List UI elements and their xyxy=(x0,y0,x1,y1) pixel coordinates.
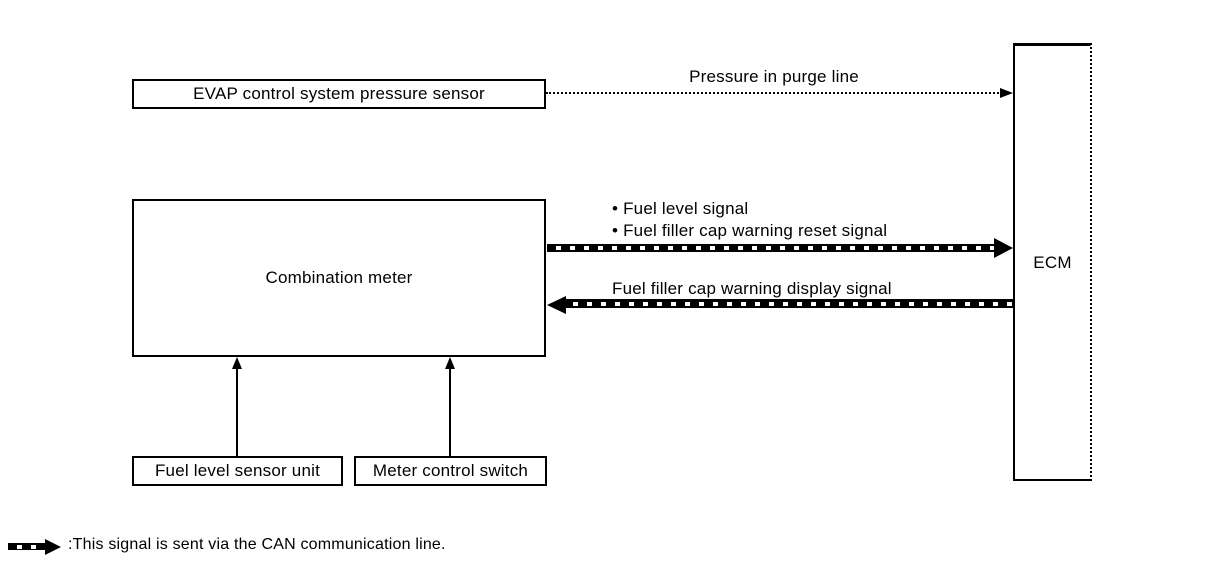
arrow-right-icon xyxy=(1000,88,1013,98)
display-signal-label: Fuel filler cap warning display signal xyxy=(612,279,892,298)
meter-switch-arrow-line xyxy=(449,368,451,456)
fuel-level-signal-line2: • Fuel filler cap warning reset signal xyxy=(612,221,888,240)
fuel-level-sensor-box: Fuel level sensor unit xyxy=(132,456,343,486)
can-line-to-meter xyxy=(564,299,1013,308)
arrow-up-icon xyxy=(232,357,242,369)
evap-sensor-label: EVAP control system pressure sensor xyxy=(193,84,485,103)
combination-meter-label: Combination meter xyxy=(265,268,413,287)
can-arrow-left-icon xyxy=(547,296,566,314)
fuel-level-signal-line1: • Fuel level signal xyxy=(612,199,749,218)
fuel-sensor-arrow-line xyxy=(236,368,238,456)
legend-text: :This signal is sent via the CAN communi… xyxy=(68,536,446,553)
arrow-up-icon xyxy=(445,357,455,369)
meter-control-switch-label: Meter control switch xyxy=(372,461,529,480)
can-line-to-ecm xyxy=(547,244,995,252)
can-arrow-right-icon xyxy=(994,238,1013,258)
combination-meter-box: Combination meter xyxy=(132,199,546,357)
pressure-purge-line xyxy=(546,92,1002,94)
meter-control-switch-box: Meter control switch xyxy=(354,456,547,486)
ecm-label: ECM xyxy=(1033,252,1072,272)
evap-sensor-box: EVAP control system pressure sensor xyxy=(132,79,546,109)
fuel-level-signal-labels: • Fuel level signal • Fuel filler cap wa… xyxy=(612,198,887,242)
legend-arrowhead-icon xyxy=(45,539,61,555)
legend-can-arrow-icon xyxy=(8,543,46,550)
ecm-box: ECM xyxy=(1013,43,1092,481)
pressure-line-label: Pressure in purge line xyxy=(689,67,859,86)
fuel-level-sensor-label: Fuel level sensor unit xyxy=(154,461,321,480)
